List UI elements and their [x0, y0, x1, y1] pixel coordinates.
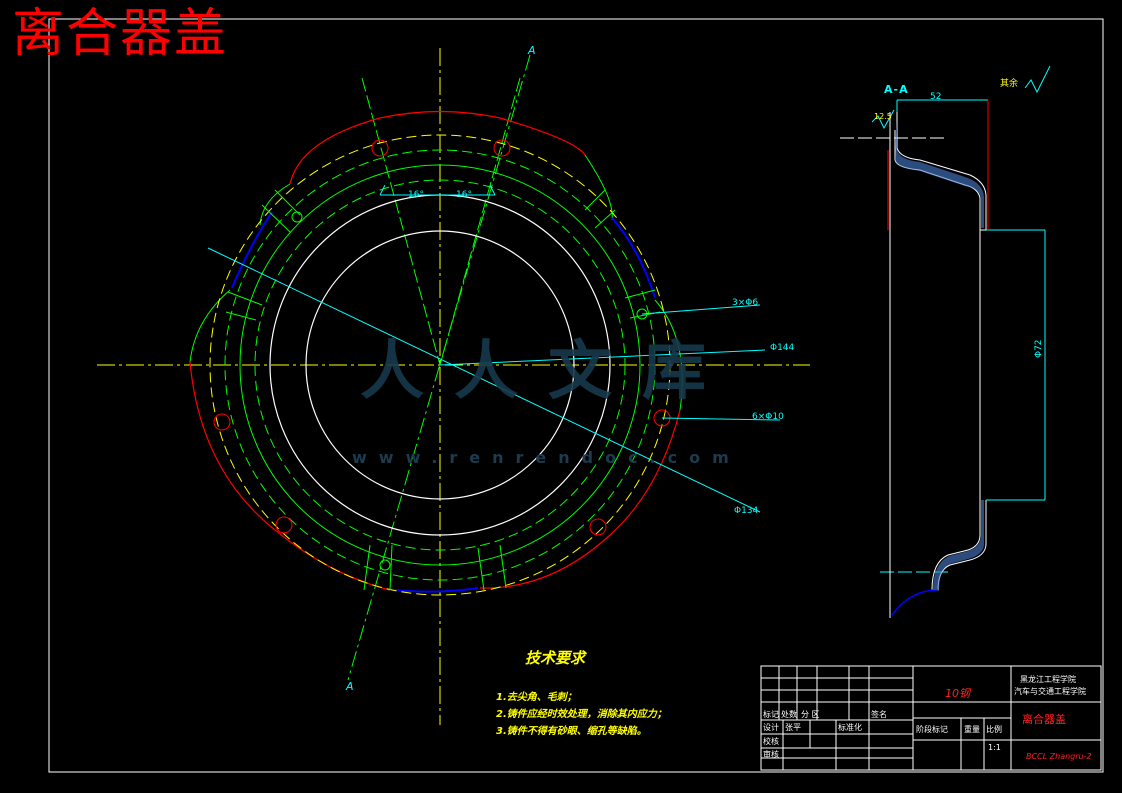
bolt-circle-yellow — [209, 134, 671, 596]
lobe-right-top — [584, 154, 613, 221]
section-profile-top — [889, 112, 987, 618]
dim-width-52: 52 — [930, 92, 942, 102]
dim-circle-134: Φ134 — [734, 506, 759, 516]
lobe-right — [654, 299, 683, 411]
spring-slots — [225, 189, 661, 591]
bolt-circle-green — [224, 149, 656, 581]
roughness-value-local: 12.5 — [874, 112, 892, 121]
dim-diameter-72: Φ72 — [1034, 339, 1044, 358]
inner-flange-circle — [239, 164, 641, 566]
blue-arc-right — [611, 217, 656, 299]
tb-row-mark: 标记 — [763, 710, 779, 719]
tech-requirement-2: 2.铸件应经时效处理，消除其内应力； — [496, 709, 667, 720]
tb-part-name: 离合器盖 — [1022, 713, 1066, 726]
section-mark-bottom: A — [346, 680, 354, 693]
tb-design-label: 设计 — [763, 723, 779, 732]
front-view — [97, 48, 810, 725]
tb-school-line2: 汽车与交通工程学院 — [1014, 687, 1086, 696]
blue-arc-left — [231, 211, 273, 289]
tech-requirements-heading: 技术要求 — [525, 649, 586, 667]
dim-angle-right: 16° — [456, 190, 472, 200]
watermark-logo: 人人文库 — [360, 335, 736, 409]
inner-bore-circle — [305, 230, 575, 500]
dim-holes-large: 6×Φ10 — [752, 412, 784, 422]
surface-note: 其余 — [1000, 79, 1019, 89]
tb-material: 10钢 — [945, 687, 970, 700]
leader-lines — [207, 184, 781, 513]
roughness-symbol-general — [1024, 65, 1051, 94]
tb-scale: 1:1 — [988, 743, 1001, 752]
radial-line-right — [439, 77, 521, 366]
tb-stage-label: 阶段标记 — [916, 725, 948, 734]
tb-row-count: 处数 — [781, 710, 797, 719]
dim-circle-144: Φ144 — [770, 343, 795, 353]
watermark-url: www.renrendoc.com — [352, 448, 741, 467]
tb-review-label: 审核 — [763, 750, 779, 759]
tb-ratio-label: 比例 — [986, 725, 1002, 734]
tb-row-sign: 签名 — [871, 710, 887, 719]
slot-circle — [254, 179, 626, 551]
lobe-left — [189, 289, 231, 363]
blue-arc-bottom — [394, 587, 479, 593]
section-hatch-bottom — [933, 500, 984, 590]
dim-holes-small: 3×Φ6 — [732, 298, 759, 308]
section-line-aa — [347, 54, 531, 681]
dim-angle-left: 16° — [408, 190, 424, 200]
tb-weight-label: 重量 — [964, 725, 980, 734]
title-block — [760, 665, 1102, 771]
tech-requirement-1: 1.去尖角、毛刺； — [496, 692, 577, 703]
section-hatch-top — [895, 120, 984, 228]
tech-requirement-3: 3.铸件不得有砂眼、缩孔等缺陷。 — [496, 726, 647, 737]
tb-row-zone: 分 区 — [801, 710, 820, 719]
outer-flange-top — [289, 110, 586, 185]
tb-check-label: 校核 — [763, 737, 779, 746]
section-view — [840, 65, 1051, 618]
tb-designer-name: 张平 — [785, 723, 801, 732]
section-foot-arc — [891, 589, 939, 616]
tb-school-line1: 黑龙江工程学院 — [1020, 675, 1076, 684]
section-label: A-A — [884, 83, 909, 96]
radial-line-left — [361, 77, 441, 366]
drawing-border — [48, 18, 1104, 773]
tb-drawing-no: BCCL Zhangru-2 — [1026, 752, 1092, 761]
tb-standard-label: 标准化 — [838, 723, 862, 732]
drawing-title: 离合器盖 — [12, 4, 229, 64]
roughness-symbol-local — [871, 109, 895, 130]
section-mark-top: A — [528, 44, 536, 57]
outer-flange-right — [479, 409, 681, 589]
